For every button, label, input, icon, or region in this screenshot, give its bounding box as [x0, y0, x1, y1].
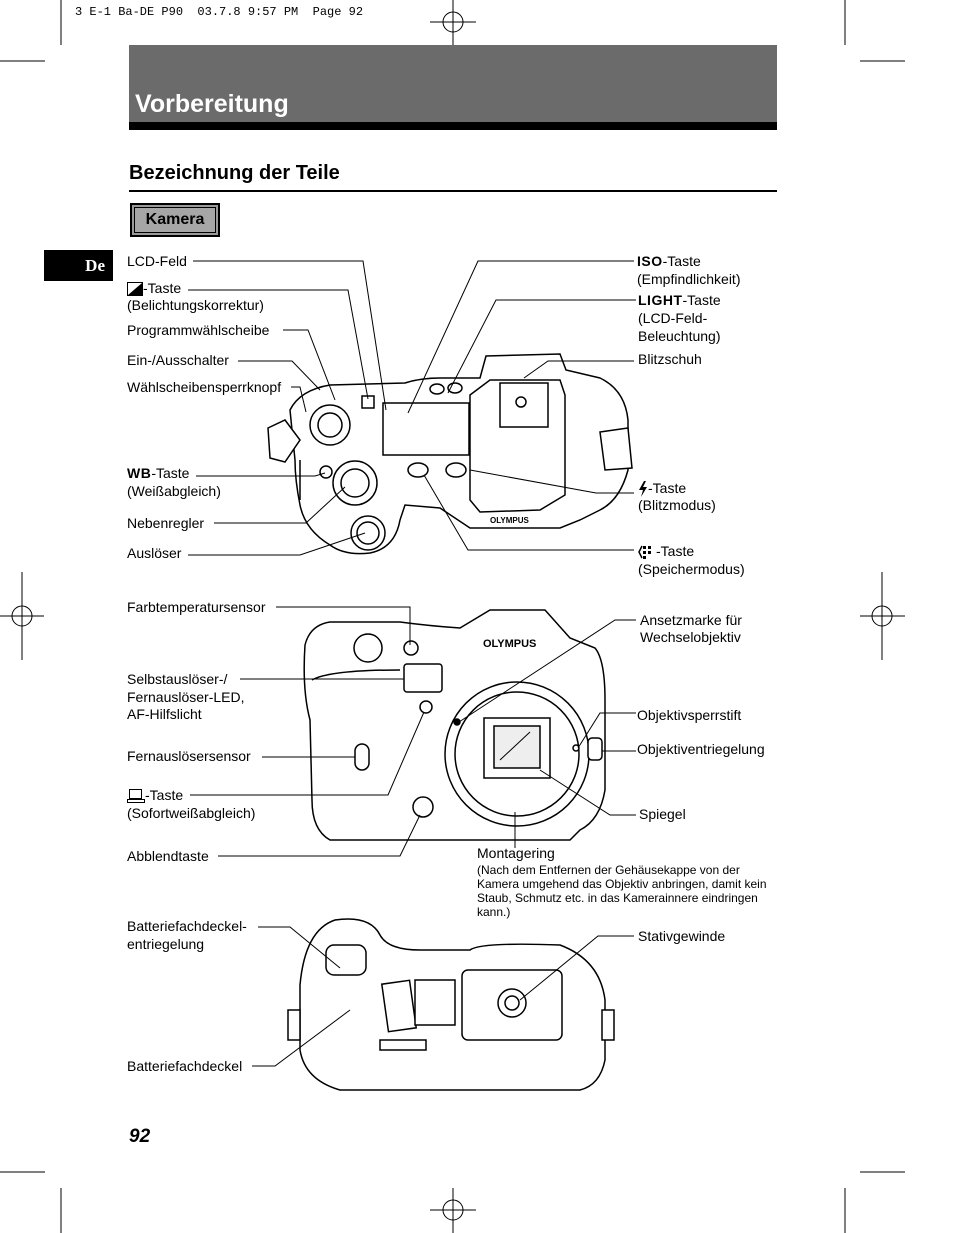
label-led-3: AF-Hilfslicht — [127, 706, 202, 722]
label-power-switch: Ein-/Ausschalter — [127, 352, 229, 368]
mount-ring-note: (Nach dem Entfernen der Gehäusekappe von… — [477, 863, 767, 919]
subsection-box: Kamera — [130, 203, 220, 237]
label-wb-button: WB-Taste — [127, 465, 189, 482]
label-light-button: LIGHT-Taste — [638, 292, 721, 309]
section-rule — [129, 190, 777, 192]
label-onetouch-sub: (Sofortweißabgleich) — [127, 805, 256, 821]
registration-mark-right — [860, 572, 905, 660]
label-sub-dial: Nebenregler — [127, 515, 205, 531]
label-color-temp-sensor: Farbtemperatursensor — [127, 599, 266, 615]
label-exposure-sub: (Belichtungskorrektur) — [127, 297, 264, 313]
registration-mark-top — [430, 0, 476, 45]
drive-mode-icon — [638, 545, 651, 560]
camera-bottom-view — [287, 918, 615, 1091]
label-exposure-button: -Taste — [127, 280, 181, 297]
brand-text-front: OLYMPUS — [483, 638, 536, 650]
label-memory-button: -Taste — [638, 543, 694, 560]
label-lcd: LCD-Feld — [127, 253, 187, 269]
iso-prefix: ISO — [637, 253, 663, 269]
label-remote-sensor: Fernauslösersensor — [127, 748, 251, 764]
registration-mark-left — [0, 572, 44, 660]
label-lock-pin: Objektivsperrstift — [637, 707, 742, 723]
label-dial-lock: Wählscheibensperrknopf — [127, 379, 282, 395]
language-tab: De — [44, 250, 113, 281]
label-flash-sub: (Blitzmodus) — [638, 497, 716, 513]
label-hotshoe: Blitzschuh — [638, 351, 702, 367]
label-tripod-socket: Stativgewinde — [638, 928, 726, 944]
label-mount-mark-1: Ansetzmarke für — [640, 612, 742, 628]
camera-top-view: OLYMPUS — [267, 353, 633, 555]
label-iso-taste: -Taste — [662, 253, 701, 269]
registration-mark-bottom — [430, 1188, 476, 1233]
page-title: Vorbereitung — [135, 90, 289, 118]
label-battery-lock-1: Batteriefachdeckel- — [127, 918, 247, 934]
label-exposure-taste: -Taste — [143, 280, 182, 296]
label-battery-cover: Batteriefachdeckel — [127, 1058, 243, 1074]
one-touch-wb-icon — [127, 789, 145, 804]
crop-marks — [0, 0, 905, 1233]
label-onetouch-taste: -Taste — [145, 787, 184, 803]
subsection-label: Kamera — [134, 207, 216, 233]
label-mirror: Spiegel — [639, 806, 686, 822]
label-led-2: Fernauslöser-LED, — [127, 689, 245, 705]
section-title: Bezeichnung der Teile — [129, 162, 340, 184]
print-header: 3 E-1 Ba-DE P90 03.7.8 9:57 PM Page 92 — [75, 5, 364, 19]
title-bar — [129, 45, 777, 122]
label-onetouch-button: -Taste — [127, 787, 183, 804]
label-shutter: Auslöser — [127, 545, 182, 561]
brand-text-top: OLYMPUS — [490, 516, 529, 525]
label-battery-lock-2: entriegelung — [127, 936, 205, 952]
label-preview-button: Abblendtaste — [127, 848, 209, 864]
camera-front-view: OLYMPUS — [303, 609, 606, 841]
exposure-compensation-icon — [127, 282, 143, 297]
label-wb-sub: (Weißabgleich) — [127, 483, 221, 499]
label-iso-sub: (Empfindlichkeit) — [637, 271, 741, 287]
wb-prefix: WB — [127, 465, 152, 481]
label-led-1: Selbstauslöser-/ — [127, 671, 228, 687]
label-flash-button: -Taste — [638, 480, 687, 498]
leader-lines — [188, 260, 636, 1067]
flash-icon — [639, 481, 647, 498]
label-wb-taste: -Taste — [151, 465, 190, 481]
label-light-sub1: (LCD-Feld- — [638, 310, 708, 326]
page-number: 92 — [129, 1126, 151, 1147]
label-iso-button: ISO-Taste — [637, 253, 701, 270]
label-light-sub2: Beleuchtung) — [638, 328, 721, 344]
label-light-taste: -Taste — [682, 292, 721, 308]
label-memory-taste: -Taste — [656, 543, 695, 559]
label-mount-ring: Montagering — [477, 845, 555, 861]
light-prefix: LIGHT — [638, 292, 683, 308]
label-flash-taste: -Taste — [648, 480, 687, 496]
label-mount-mark-2: Wechselobjektiv — [640, 629, 741, 645]
title-rule — [129, 122, 777, 130]
label-memory-sub: (Speichermodus) — [638, 561, 745, 577]
label-lens-release: Objektiventriegelung — [637, 741, 765, 757]
lcd-panel-shape — [382, 402, 470, 456]
label-program-dial: Programmwählscheibe — [127, 322, 270, 338]
